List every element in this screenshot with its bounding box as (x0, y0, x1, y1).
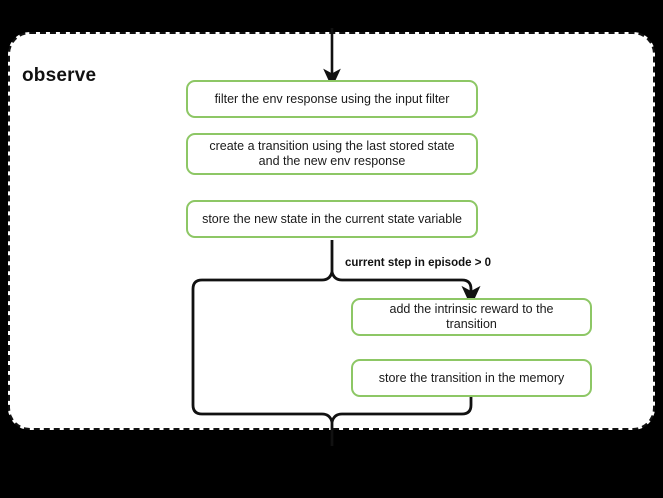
node-add-intrinsic-reward[interactable]: add the intrinsic reward to the transiti… (351, 298, 592, 336)
group-title-observe: observe (22, 65, 97, 86)
node-label: add the intrinsic reward to the transiti… (389, 302, 554, 331)
node-create-transition[interactable]: create a transition using the last store… (186, 133, 478, 175)
node-store-transition-memory[interactable]: store the transition in the memory (351, 359, 592, 397)
node-filter-env-response[interactable]: filter the env response using the input … (186, 80, 478, 118)
node-label: store the new state in the current state… (202, 211, 462, 226)
edge-label-current-step-condition: current step in episode > 0 (345, 257, 492, 269)
node-label: create a transition using the last store… (209, 139, 455, 168)
node-label: store the transition in the memory (378, 370, 565, 385)
node-store-new-state[interactable]: store the new state in the current state… (186, 200, 478, 238)
node-label: filter the env response using the input … (214, 91, 450, 106)
